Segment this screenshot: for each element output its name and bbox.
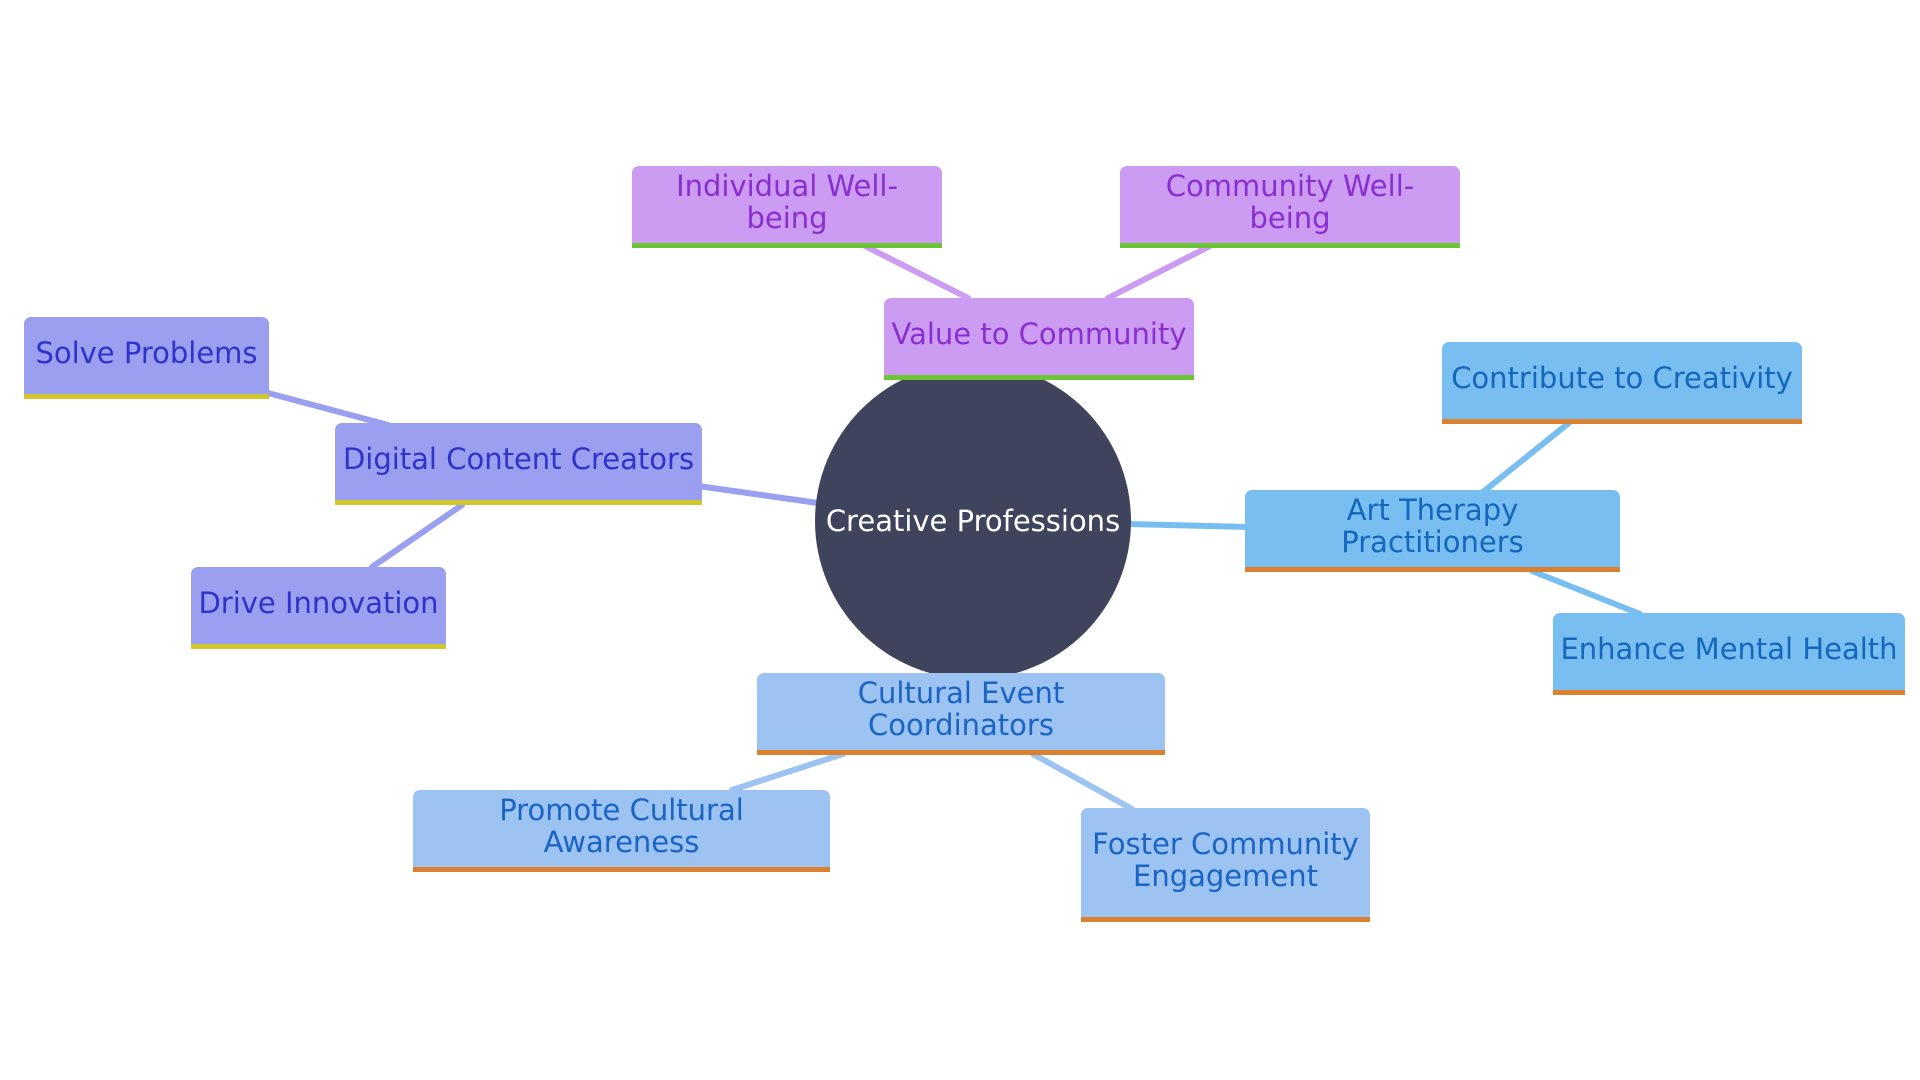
edge-cultural-engagement [1030,751,1135,812]
leaf-node-drive-innovation: Drive Innovation [191,567,446,649]
leaf-node-solve-problems: Solve Problems [24,317,269,399]
branch-node-digital-content-creators: Digital Content Creators [335,423,702,505]
branch-node-value-to-community: Value to Community [884,298,1194,380]
edge-art-mental [1529,568,1643,617]
leaf-node-contribute-to-creativity: Contribute to Creativity [1442,342,1802,424]
branch-node-label: Digital Content Creators [342,442,695,476]
root-node-label: Creative Professions [825,504,1121,538]
branch-node-label: Art Therapy Practitioners [1341,493,1524,559]
leaf-node-label: Enhance Mental Health [1560,632,1898,666]
branch-node-cultural-event-coordinators: Cultural Event Coordinators [757,673,1165,755]
edge-digital-solve [265,390,391,428]
leaf-node-enhance-mental-health: Enhance Mental Health [1553,613,1905,695]
leaf-node-label: Contribute to Creativity [1451,361,1793,395]
leaf-node-promote-cultural-awareness: Promote Cultural Awareness [413,790,830,872]
leaf-node-label: Community Well-being [1165,169,1415,235]
edge-value-community [1105,243,1213,301]
root-node-creative-professions: Creative Professions [815,363,1131,679]
edge-root-digital [695,483,821,506]
leaf-node-community-well-being: Community Well-being [1120,166,1460,248]
leaf-node-foster-community-engagement: Foster Community Engagement [1081,808,1370,922]
edge-value-individual [862,243,971,301]
edge-art-creativity [1480,419,1573,495]
leaf-node-label: Foster Community Engagement [1092,827,1359,893]
branch-node-art-therapy-practitioners: Art Therapy Practitioners [1245,490,1620,572]
edge-root-art [1126,521,1251,530]
leaf-node-individual-well-being: Individual Well-being [632,166,942,248]
branch-node-label: Value to Community [891,317,1187,351]
edge-cultural-awareness [729,751,846,793]
leaf-node-label: Promote Cultural Awareness [499,793,744,859]
leaf-node-label: Drive Innovation [198,586,439,620]
branch-node-label: Cultural Event Coordinators [857,676,1065,742]
edge-digital-innovation [369,502,465,570]
leaf-node-label: Individual Well-being [676,169,898,235]
leaf-node-label: Solve Problems [35,336,258,370]
